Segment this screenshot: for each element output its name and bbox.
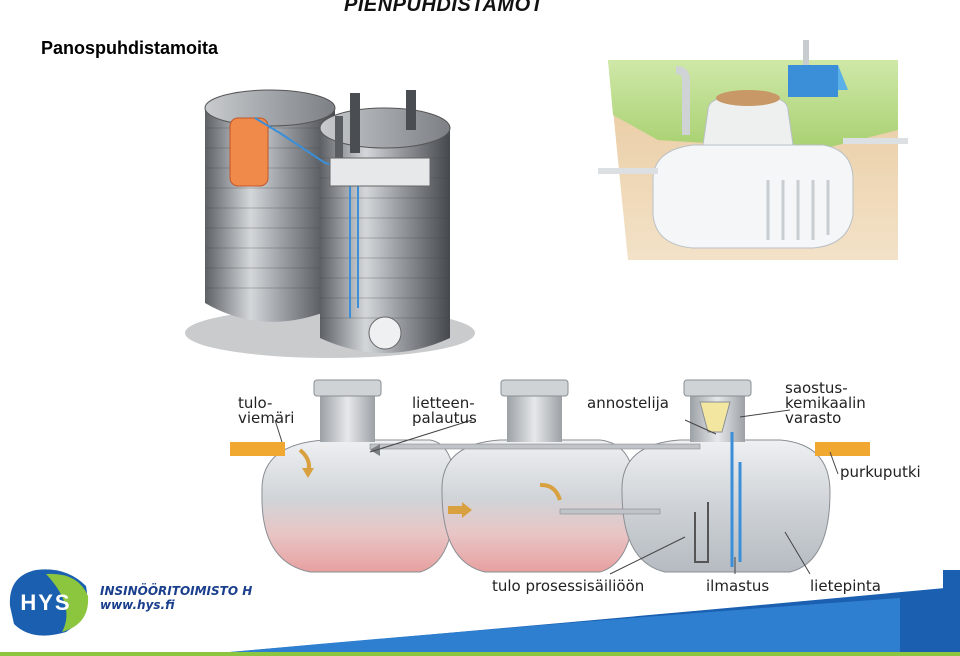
- label-tuloviemari: tulo- viemäri: [238, 394, 295, 427]
- label-purkuputki: purkuputki: [840, 463, 921, 481]
- label-lietteenpalautus: lietteen- palautus: [412, 394, 477, 427]
- company-info: INSINÖÖRITOIMISTO H www.hys.fi: [100, 584, 252, 612]
- process-schematic: [230, 379, 870, 575]
- slide-subtitle: Panospuhdistamoita: [41, 38, 219, 58]
- label-lietepinta: lietepinta: [810, 577, 881, 595]
- footer-bar: [0, 570, 960, 656]
- company-name: INSINÖÖRITOIMISTO H: [100, 584, 253, 598]
- label-saostuskemikaalin: saostus- kemikaalin varasto: [785, 379, 866, 427]
- hys-logo: HYS: [9, 569, 89, 636]
- label-ilmastus: ilmastus: [706, 577, 770, 595]
- cylinder-tanks-illustration: [185, 89, 475, 358]
- slide-title: PIENPUHDISTAMOT: [344, 0, 544, 16]
- label-annostelija: annostelija: [587, 394, 670, 412]
- buried-tank-illustration: [598, 40, 908, 260]
- hys-logo-letters: HYS: [20, 590, 71, 615]
- company-website[interactable]: www.hys.fi: [100, 598, 175, 612]
- label-tuloprosessisailioon: tulo prosessisäiliöön: [492, 577, 645, 595]
